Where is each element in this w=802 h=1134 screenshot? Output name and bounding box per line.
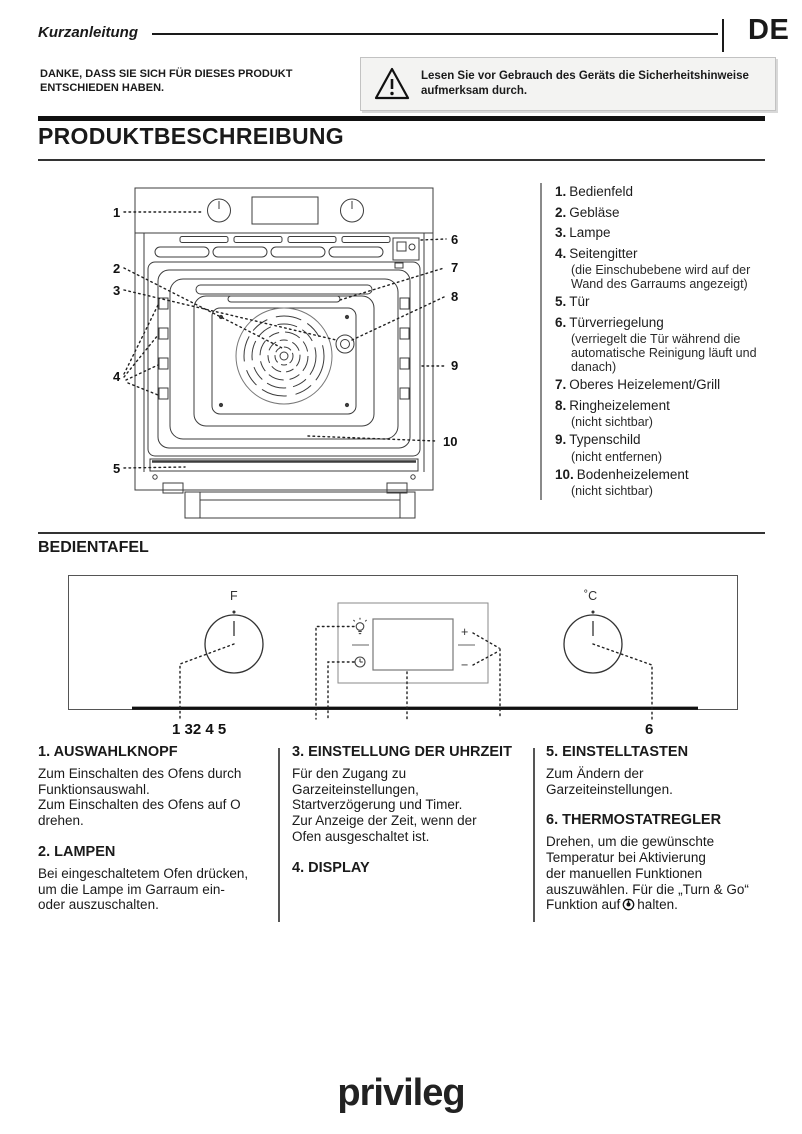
- legend-item-8: 8.Ringheizelement(nicht sichtbar): [555, 397, 670, 430]
- warning-text: Lesen Sie vor Gebrauch des Geräts die Si…: [421, 70, 749, 97]
- block-heading: 6. THERMOSTATREGLER: [546, 812, 722, 829]
- panel-callout-right: 6: [645, 721, 653, 738]
- oven-leader-lines: [123, 211, 447, 469]
- function-knob-label: F: [230, 589, 238, 603]
- legend-item-3: 3.Lampe: [555, 225, 611, 240]
- block-auswahlknopf: 1. AUSWAHLKNOPF Zum Einschalten des Ofen…: [38, 744, 274, 829]
- panel-frame: [68, 575, 738, 710]
- legend-item-9: 9.Typenschild(nicht entfernen): [555, 432, 663, 464]
- clock-button-icon: [354, 656, 366, 668]
- column-clock-display: 3. EINSTELLUNG DER UHRZEIT Für den Zugan…: [292, 744, 528, 893]
- oven-lamp: [335, 334, 355, 354]
- oven-label-4: 4: [113, 369, 121, 384]
- block-thermostatregler: 6. THERMOSTATREGLER Drehen, um die gewün…: [546, 813, 778, 913]
- oven-label-5: 5: [113, 461, 120, 476]
- block-heading: 3. EINSTELLUNG DER UHRZEIT: [292, 744, 512, 760]
- oven-diagram: 1 2 3 4 5 6 7 8 9 10: [100, 178, 520, 528]
- block-body: Bei eingeschaltetem Ofen drücken,um die …: [38, 865, 249, 913]
- oven-door-lock: [392, 237, 420, 269]
- oven-label-3: 3: [113, 283, 120, 298]
- legend-item-6: 6.Türverriegelung(verriegelt die Tür wäh…: [555, 314, 757, 375]
- oven-label-1: 1: [113, 205, 120, 220]
- function-knob: [204, 610, 264, 674]
- legend-item-2: 2.Gebläse: [555, 204, 620, 220]
- safety-warning-box: Lesen Sie vor Gebrauch des Geräts die Si…: [360, 57, 776, 111]
- legend-item-4: 4.Seitengitter(die Einschubebene wird au…: [555, 245, 751, 292]
- block-heading: 2. LAMPEN: [38, 843, 116, 860]
- language-code: DE: [748, 14, 790, 46]
- oven-fan: [235, 307, 333, 405]
- legend-item-5: 5.Tür: [555, 294, 590, 309]
- oven-label-6: 6: [451, 232, 458, 247]
- header-vertical-bar: [722, 19, 724, 52]
- oven-label-2: 2: [113, 261, 120, 276]
- column-divider-1: [278, 748, 280, 922]
- column-selector-lamps: 1. AUSWAHLKNOPF Zum Einschalten des Ofen…: [38, 744, 274, 929]
- doc-type-label: Kurzanleitung: [38, 24, 138, 41]
- control-panel-diagram: F ˚C: [68, 575, 738, 739]
- thermostat-knob-label: ˚C: [584, 589, 597, 603]
- oven-label-10: 10: [443, 434, 457, 449]
- block-uhrzeit: 3. EINSTELLUNG DER UHRZEIT Für den Zugan…: [292, 744, 528, 845]
- oven-cavity: [147, 261, 421, 457]
- block-heading: 4. DISPLAY: [292, 859, 370, 876]
- oven-number-labels: 1 2 3 4 5 6 7 8 9 10: [113, 205, 458, 476]
- legend-item-10: 10.Bodenheizelement(nicht sichtbar): [555, 466, 689, 499]
- turn-and-go-icon: [622, 899, 635, 911]
- column-divider-2: [533, 748, 535, 922]
- block-display: 4. DISPLAY: [292, 859, 528, 877]
- brand-logo: privileg: [337, 1072, 465, 1114]
- block-lampen: 2. LAMPEN Bei eingeschaltetem Ofen drück…: [38, 843, 274, 913]
- legend-item-1: 1.Bedienfeld: [555, 184, 634, 199]
- thermostat-knob: [563, 610, 623, 674]
- oven-shelf-rails: [158, 297, 410, 400]
- panel-callout-left: 1 32 4 5: [172, 721, 226, 738]
- block-heading: 5. EINSTELLTASTEN: [546, 744, 689, 760]
- oven-vents: [154, 236, 391, 258]
- warning-triangle-icon: [374, 67, 410, 100]
- oven-legend: 1.Bedienfeld 2.Gebläse 3.Lampe 4.Seiteng…: [540, 183, 795, 500]
- section-rule-thin: [38, 159, 765, 161]
- oven-base: [162, 482, 416, 519]
- oven-label-9: 9: [451, 358, 458, 373]
- panel-leader-lines: [179, 625, 653, 720]
- block-heading: 1. AUSWAHLKNOPF: [38, 744, 178, 760]
- legend-item-7: 7.Oberes Heizelement/Grill: [555, 377, 721, 392]
- lamp-button-icon: [353, 617, 367, 635]
- plus-button-label: +: [461, 625, 468, 639]
- oven-top-grill-element: [195, 284, 373, 303]
- section-rule-thick: [38, 116, 765, 121]
- header-rule: [152, 33, 718, 35]
- oven-label-7: 7: [451, 260, 458, 275]
- minus-button-label: −: [461, 658, 468, 672]
- display-module: [337, 602, 489, 684]
- oven-body: [134, 232, 434, 491]
- oven-control-panel: [134, 187, 434, 234]
- bedientafel-rule: [38, 532, 765, 534]
- product-description-title: PRODUKTBESCHREIBUNG: [38, 123, 344, 149]
- oven-door-bottom: [149, 458, 419, 480]
- bedientafel-title: BEDIENTAFEL: [38, 539, 149, 556]
- oven-label-8: 8: [451, 289, 458, 304]
